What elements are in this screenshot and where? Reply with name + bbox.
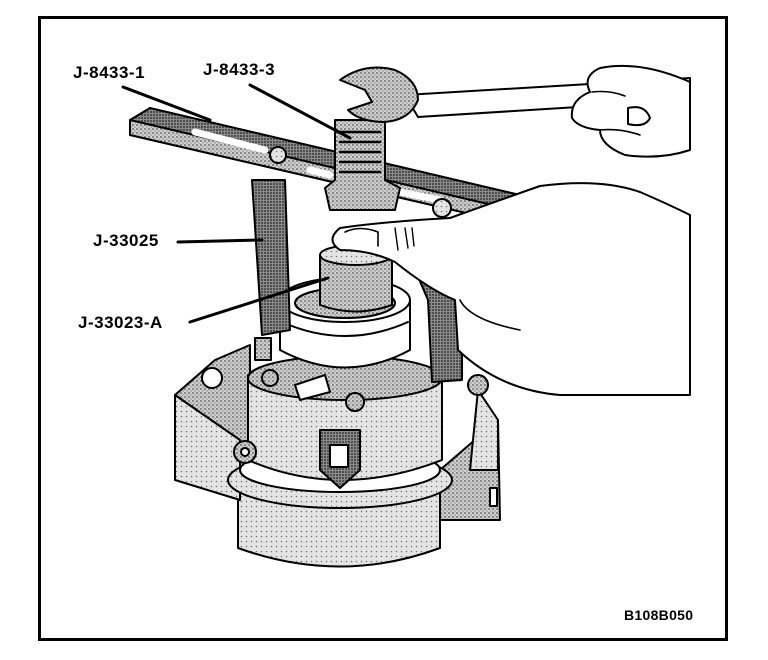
callout-j33025: J-33025 <box>93 231 159 250</box>
callout-j8433-3: J-8433-3 <box>203 60 276 79</box>
housing-body <box>174 337 501 568</box>
callout-j8433-1: J-8433-1 <box>73 63 146 82</box>
leader-lines <box>121 83 352 324</box>
puller-left-leg <box>251 179 291 336</box>
callout-j33023-a: J-33023-A <box>78 313 163 332</box>
forcing-screw <box>324 119 401 211</box>
figure-id: B108B050 <box>624 607 694 623</box>
bridge-bar <box>129 107 521 223</box>
lower-hand <box>331 182 691 396</box>
upper-hand <box>570 64 691 158</box>
